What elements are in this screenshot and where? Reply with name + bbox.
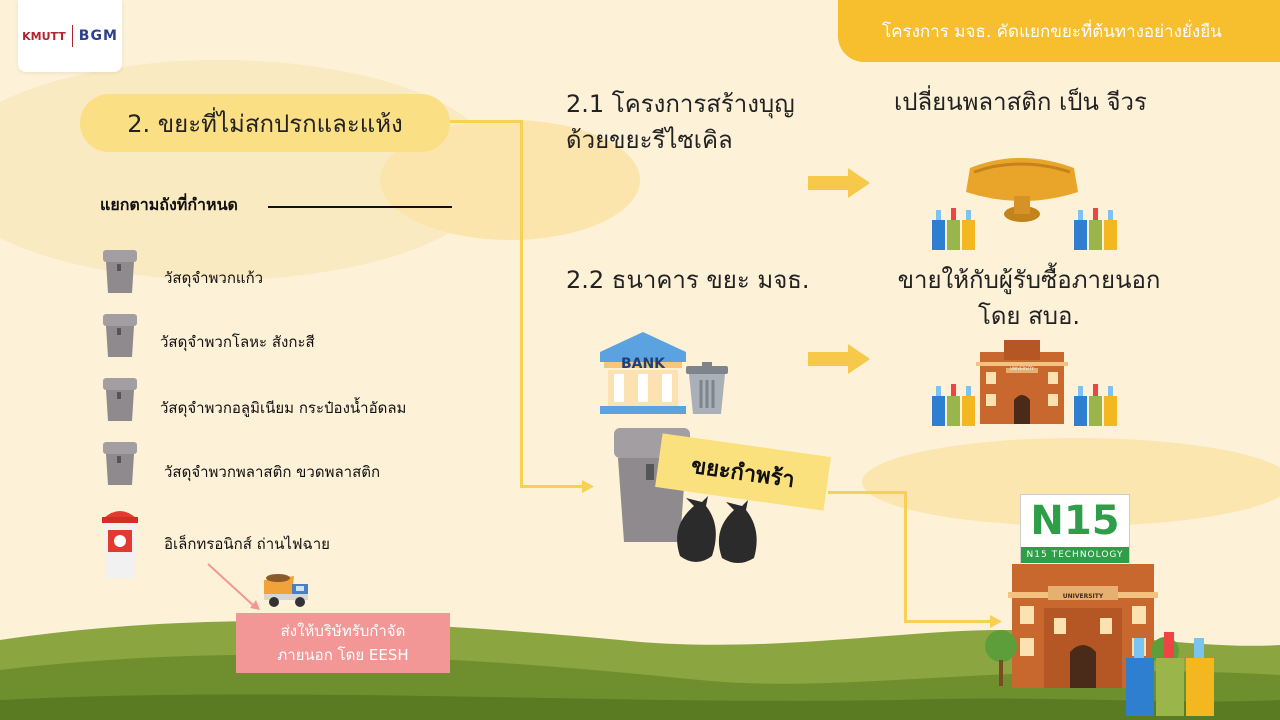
recycle-bins-icon — [1126, 632, 1214, 716]
monk-robe-icon — [966, 158, 1078, 222]
bin-label-glass: วัสดุจำพวกแก้ว — [164, 269, 264, 287]
truck-icon — [264, 574, 308, 607]
result-2-line2: โดย สบอ. — [977, 302, 1081, 330]
bin-label-electronics: อิเล็กทรอนิกส์ ถ่านไฟฉาย — [164, 535, 330, 553]
result-1-title: เปลี่ยนพลาสติก เป็น จีวร — [894, 88, 1147, 116]
program-1-line1: 2.1 โครงการสร้างบุญ — [566, 90, 795, 118]
result-2-title: ขายให้กับผู้รับซื้อภายนอก โดย สบอ. — [894, 262, 1164, 334]
gray-bin-icon — [103, 442, 137, 485]
bank-icon — [600, 332, 686, 414]
logo-divider — [71, 25, 73, 47]
tree-icon — [985, 630, 1017, 686]
sort-label: แยกตามถังที่กำหนด — [100, 195, 238, 214]
recycle-bins-icon — [932, 208, 975, 250]
connector-line-h2 — [520, 485, 586, 488]
header-title: โครงการ มจธ. คัดแยกขยะที่ต้นทางอย่างยั่ง… — [882, 21, 1222, 42]
bin-label-plastic: วัสดุจำพวกพลาสติก ขวดพลาสติก — [164, 463, 381, 481]
section-title-pill: 2. ขยะที่ไม่สกปรกและแห้ง — [80, 94, 450, 152]
disposal-line1: ส่งให้บริษัทรับกำจัด — [280, 622, 406, 640]
orphan-waste-text: ขยะกำพร้า — [689, 453, 797, 493]
logo-card: KMUTT BGM — [18, 0, 122, 72]
program-2-title: 2.2 ธนาคาร ขยะ มจธ. — [566, 266, 810, 294]
recycle-bins-icon — [1074, 208, 1117, 250]
n15-logo-mark: N15 — [1030, 498, 1120, 544]
n15-logo: N15 N15 TECHNOLOGY — [1020, 494, 1130, 568]
result-2-line1: ขายให้กับผู้รับซื้อภายนอก — [897, 266, 1161, 294]
right-arrow-icon — [808, 168, 870, 198]
section-title: 2. ขยะที่ไม่สกปรกและแห้ง — [127, 109, 403, 138]
ewaste-bin-icon — [102, 511, 138, 578]
connector-line-h1 — [450, 120, 522, 123]
trash-can-icon — [686, 362, 728, 414]
program-1-line2: ด้วยขยะรีไซเคิล — [566, 126, 733, 154]
connector-arrowhead-2 — [990, 615, 1002, 628]
connector-line-h4 — [904, 620, 994, 623]
recycle-bins-icon — [932, 384, 975, 426]
disposal-arrow — [207, 563, 260, 610]
university-label-large: UNIVERSITY — [1062, 593, 1104, 600]
connector-line-v2 — [904, 491, 907, 623]
garbage-bags-icon — [677, 496, 757, 563]
sort-underline — [268, 206, 452, 208]
bgm-logo: BGM — [78, 28, 118, 44]
bank-label: BANK — [620, 356, 666, 372]
bin-label-aluminium: วัสดุจำพวกอลูมิเนียม กระป๋องน้ำอัดลม — [160, 399, 407, 417]
large-university-building-icon — [1008, 564, 1158, 688]
right-arrow-icon — [808, 344, 870, 374]
connector-line-h3 — [828, 491, 906, 494]
header-banner: โครงการ มจธ. คัดแยกขยะที่ต้นทางอย่างยั่ง… — [838, 0, 1280, 62]
bin-label-metal: วัสดุจำพวกโลหะ สังกะสี — [160, 333, 315, 351]
gray-bin-icon — [103, 314, 137, 357]
kmutt-logo: KMUTT — [22, 29, 66, 43]
university-building-icon — [976, 340, 1068, 424]
connector-line-v1 — [520, 120, 523, 488]
n15-brand-text: N15 TECHNOLOGY — [1021, 547, 1129, 563]
gray-bin-icon — [103, 378, 137, 421]
gray-bin-icon — [103, 250, 137, 293]
disposal-line2: ภายนอก โดย EESH — [277, 646, 409, 664]
recycle-bins-icon — [1074, 384, 1117, 426]
disposal-box: ส่งให้บริษัทรับกำจัด ภายนอก โดย EESH — [236, 613, 450, 673]
university-label-small: UNIVERSITY — [1010, 366, 1034, 371]
program-1-title: 2.1 โครงการสร้างบุญ ด้วยขยะรีไซเคิล — [566, 86, 795, 158]
connector-arrowhead-1 — [582, 480, 594, 493]
